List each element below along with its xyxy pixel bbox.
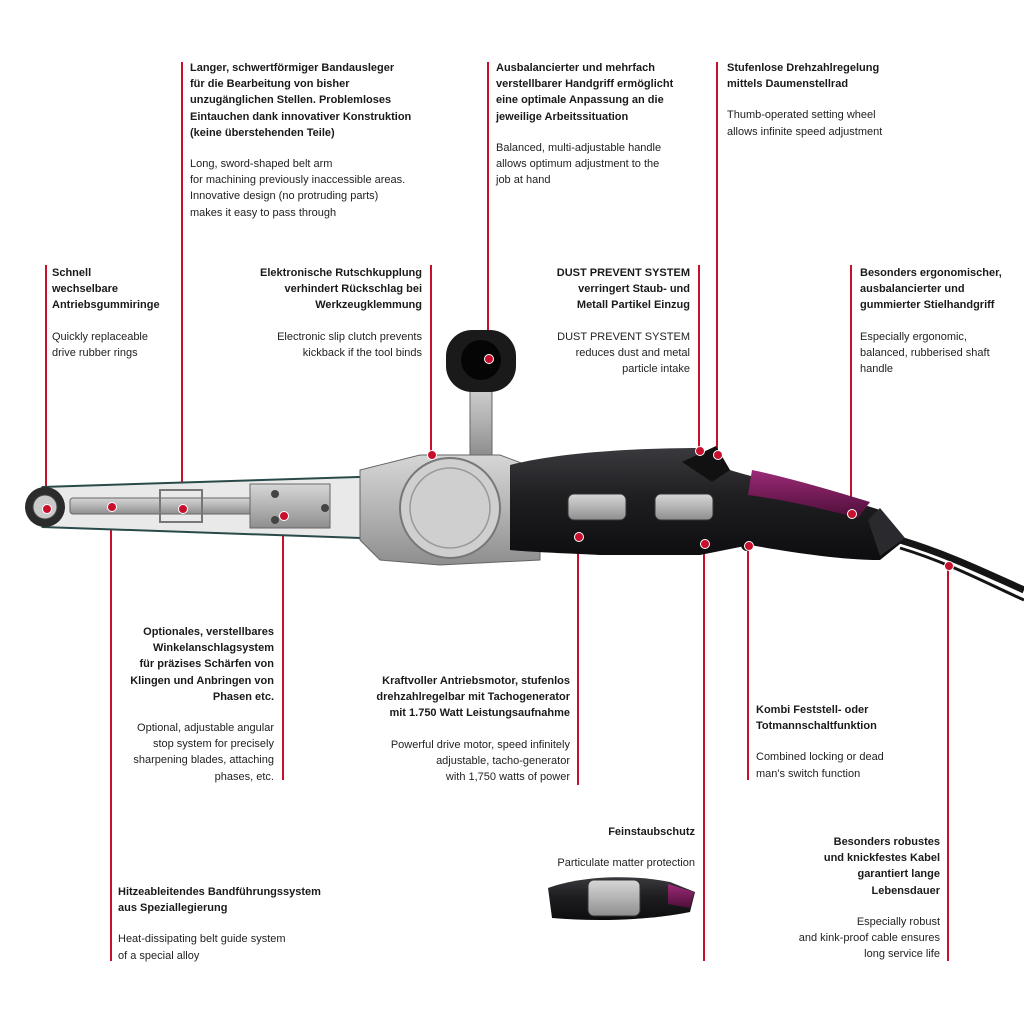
leader-dot-belt-arm	[178, 504, 188, 514]
callout-speed-en: Thumb-operated setting wheel allows infi…	[727, 109, 883, 138]
leader-dot-motor	[574, 532, 584, 542]
callout-clutch: Elektronische Rutschkupplung verhindert …	[240, 265, 422, 361]
leader-clutch	[430, 265, 432, 454]
leader-handle	[487, 62, 489, 358]
leader-dot-clutch	[427, 450, 437, 460]
leader-shaft	[850, 265, 852, 513]
leader-dot-angular	[279, 511, 289, 521]
leader-dot-cable	[944, 561, 954, 571]
leader-dust	[698, 265, 700, 450]
leader-dot-shaft	[847, 509, 857, 519]
callout-shaft-en: Especially ergonomic, balanced, rubberis…	[860, 330, 990, 376]
callout-angular: Optionales, verstellbares Winkelanschlag…	[104, 624, 274, 785]
callout-dust-en: DUST PREVENT SYSTEM reduces dust and met…	[557, 330, 690, 376]
leader-speed	[716, 62, 718, 454]
callout-rings-de: Schnell wechselbare Antriebsgummiringe	[52, 267, 160, 312]
callout-fine-dust-en: Particulate matter protection	[557, 857, 695, 870]
callout-handle: Ausbalancierter und mehrfach verstellbar…	[496, 60, 706, 188]
leader-switch	[747, 545, 749, 780]
leader-dot-speed	[713, 450, 723, 460]
leader-motor	[577, 536, 579, 785]
callout-rings: Schnell wechselbare Antriebsgummiringe Q…	[52, 265, 192, 361]
leader-dot-handle	[484, 354, 494, 364]
leader-fine-dust	[703, 543, 705, 961]
callout-belt-arm-en: Long, sword-shaped belt arm for machinin…	[190, 158, 406, 219]
callout-cable-en: Especially robust and kink-proof cable e…	[798, 915, 940, 961]
leader-belt-arm	[181, 62, 183, 508]
callout-motor-en: Powerful drive motor, speed infinitely a…	[390, 738, 570, 784]
callout-fine-dust-de: Feinstaubschutz	[608, 826, 695, 838]
leader-rings	[45, 265, 47, 508]
callout-belt-arm: Langer, schwertförmiger Bandausleger für…	[190, 60, 450, 221]
auxiliary-handle	[446, 330, 516, 456]
callout-cable: Besonders robustes und knickfestes Kabel…	[770, 834, 940, 962]
callout-rings-en: Quickly replaceable drive rubber rings	[52, 330, 148, 359]
leader-angular	[282, 515, 284, 780]
leader-belt-guide	[110, 506, 112, 961]
callout-motor-de: Kraftvoller Antriebsmotor, stufenlos dre…	[376, 675, 570, 720]
leader-dot-switch	[744, 541, 754, 551]
callout-handle-de: Ausbalancierter und mehrfach verstellbar…	[496, 62, 674, 123]
callout-shaft: Besonders ergonomischer, ausbalancierter…	[860, 265, 1020, 377]
callout-angular-de: Optionales, verstellbares Winkelanschlag…	[130, 626, 274, 703]
callout-belt-guide: Hitzeableitendes Bandführungssystem aus …	[118, 884, 358, 964]
callout-dust: DUST PREVENT SYSTEM verringert Staub- un…	[530, 265, 690, 377]
callout-clutch-de: Elektronische Rutschkupplung verhindert …	[260, 267, 422, 312]
leader-cable	[947, 565, 949, 961]
motor-body	[510, 446, 905, 560]
callout-belt-guide-en: Heat-dissipating belt guide system of a …	[118, 933, 286, 962]
callout-speed: Stufenlose Drehzahlregelung mittels Daum…	[727, 60, 927, 140]
callout-belt-guide-de: Hitzeableitendes Bandführungssystem aus …	[118, 886, 321, 915]
leader-dot-rings	[42, 504, 52, 514]
belt-arm	[41, 474, 421, 541]
callout-cable-de: Besonders robustes und knickfestes Kabel…	[823, 836, 940, 897]
leader-dot-belt-guide	[107, 502, 117, 512]
callout-dust-de: DUST PREVENT SYSTEM verringert Staub- un…	[556, 267, 690, 312]
callout-shaft-de: Besonders ergonomischer, ausbalancierter…	[860, 267, 1002, 312]
power-cable	[898, 536, 1024, 594]
callout-switch: Kombi Feststell- oder Totmannschaltfunkt…	[756, 702, 926, 782]
callout-fine-dust: Feinstaubschutz Particulate matter prote…	[520, 824, 695, 871]
callout-belt-arm-de: Langer, schwertförmiger Bandausleger für…	[190, 62, 412, 139]
drive-head	[359, 454, 541, 566]
callout-clutch-en: Electronic slip clutch prevents kickback…	[277, 330, 422, 359]
callout-motor: Kraftvoller Antriebsmotor, stufenlos dre…	[350, 673, 570, 785]
callout-angular-en: Optional, adjustable angular stop system…	[133, 722, 274, 783]
callout-switch-en: Combined locking or dead man's switch fu…	[756, 751, 884, 780]
leader-dot-dust	[695, 446, 705, 456]
callout-handle-en: Balanced, multi-adjustable handle allows…	[496, 141, 662, 187]
dust-protection-inset	[548, 877, 695, 920]
callout-speed-de: Stufenlose Drehzahlregelung mittels Daum…	[727, 62, 880, 91]
leader-dot-fine-dust	[700, 539, 710, 549]
callout-switch-de: Kombi Feststell- oder Totmannschaltfunkt…	[756, 704, 877, 733]
